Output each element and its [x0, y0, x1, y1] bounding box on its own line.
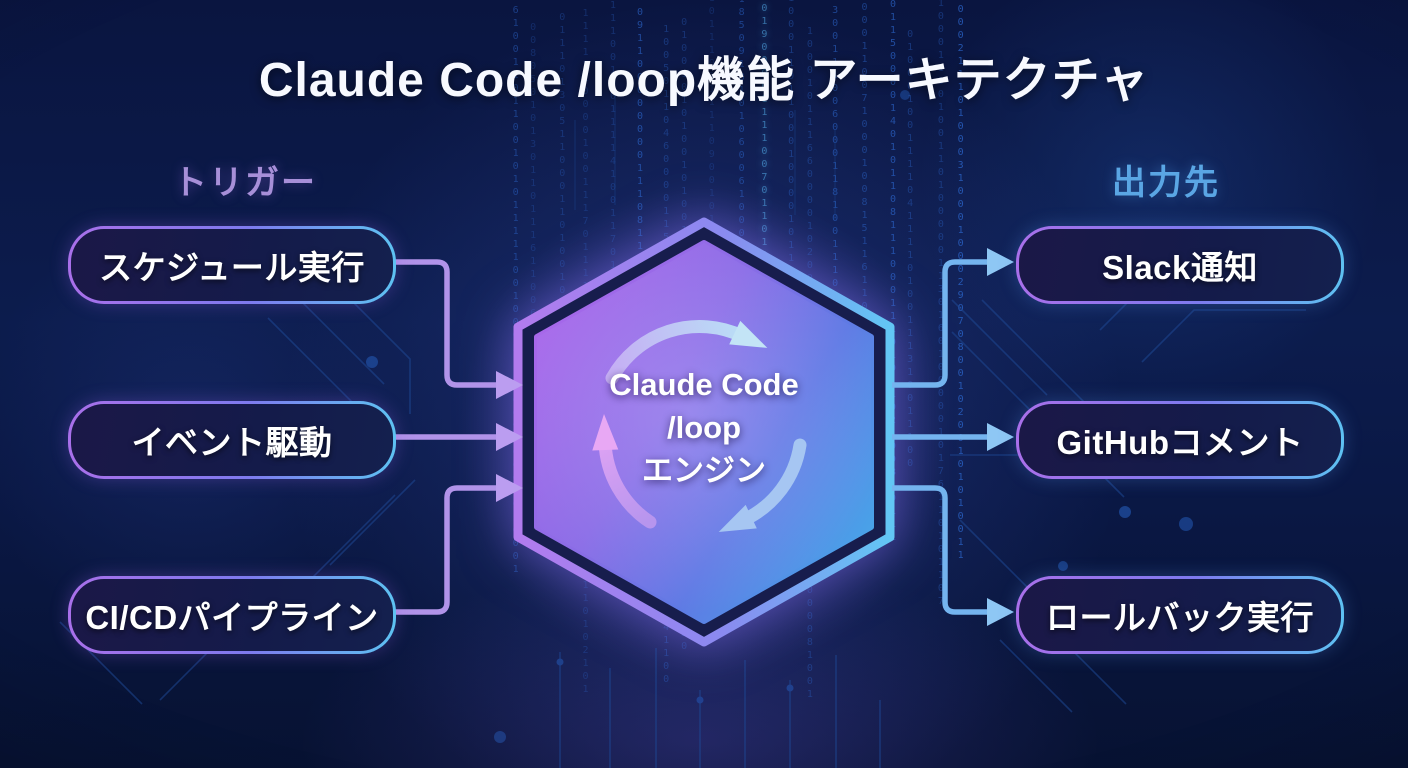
output-node-label: GitHubコメント — [1056, 424, 1304, 461]
flow-line-cicd — [390, 485, 498, 615]
output-node-label: ロールバック実行 — [1046, 599, 1314, 636]
arrow-icon — [987, 248, 1014, 276]
engine-label-line1: Claude Code — [609, 367, 799, 402]
trigger-connectors — [390, 259, 498, 615]
engine-label-line3: エンジン — [642, 452, 766, 488]
engine-label-line2: /loop — [666, 409, 742, 445]
output-connectors — [892, 259, 989, 615]
output-node-label: Slack通知 — [1102, 249, 1258, 286]
flow-line-rollback — [892, 485, 989, 615]
arrow-icon — [987, 423, 1014, 451]
engine-label: Claude Code /loop エンジン — [554, 364, 854, 492]
outputs-heading: 出力先 — [1112, 164, 1220, 202]
flow-line-schedule — [390, 259, 498, 388]
page-title: Claude Code /loop機能 アーキテクチャ — [258, 54, 1150, 107]
trigger-node-label: CI/CDパイプライン — [85, 599, 379, 636]
arrow-icon — [987, 598, 1014, 626]
trigger-node-label: イベント駆動 — [131, 424, 333, 461]
output-node-github: GitHubコメント — [1016, 401, 1344, 479]
trigger-node-event: イベント駆動 — [68, 401, 396, 479]
output-node-slack: Slack通知 — [1016, 226, 1344, 304]
triggers-heading: トリガー — [173, 164, 317, 202]
trigger-node-cicd: CI/CDパイプライン — [68, 576, 396, 654]
trigger-node-label: スケジュール実行 — [99, 249, 365, 286]
output-node-rollback: ロールバック実行 — [1016, 576, 1344, 654]
trigger-node-schedule: スケジュール実行 — [68, 226, 396, 304]
